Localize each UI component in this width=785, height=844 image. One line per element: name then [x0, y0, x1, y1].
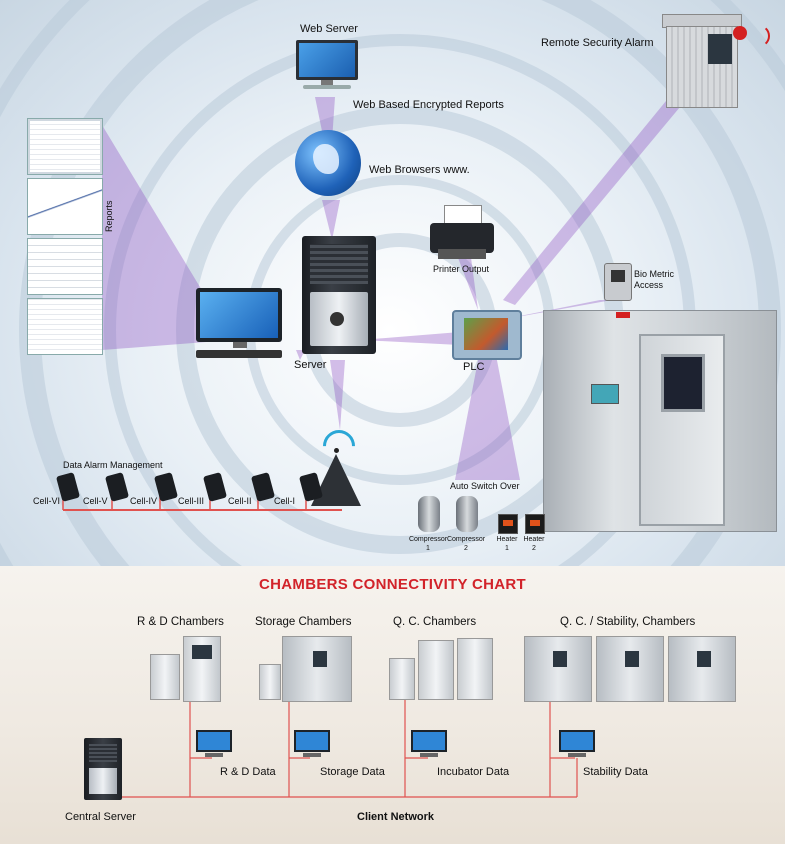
- group-label: Q. C. / Stability, Chambers: [560, 616, 696, 628]
- cell-label: Cell-II: [228, 496, 252, 506]
- plc-unit: [452, 310, 522, 360]
- chart-title: CHAMBERS CONNECTIVITY CHART: [259, 576, 526, 593]
- group-label: R & D Chambers: [137, 616, 224, 628]
- walk-in-chamber-small: [282, 636, 352, 702]
- chamber-tall: [457, 638, 493, 700]
- web-browsers-label: Web Browsers www.: [369, 164, 470, 176]
- fingerprint-icon: [604, 263, 632, 301]
- web-server-label: Web Server: [300, 23, 358, 35]
- monitor-icon: [411, 730, 447, 758]
- cell-label: Cell-I: [274, 496, 296, 506]
- server-label: Server: [294, 359, 327, 371]
- globe-icon: [295, 130, 361, 196]
- terminal-label: R & D Data: [220, 766, 276, 778]
- alarm-signal-icon: [744, 24, 770, 48]
- cell-label: Cell-VI: [33, 496, 61, 506]
- walk-in-chamber-small: [668, 636, 736, 702]
- reports-label: Reports: [104, 200, 114, 232]
- walk-in-chamber-small: [524, 636, 592, 702]
- cell-label: Cell-IV: [130, 496, 158, 506]
- web-server-monitor: [296, 40, 358, 92]
- client-network-label: Client Network: [357, 811, 435, 823]
- group-label: Storage Chambers: [255, 616, 352, 628]
- cell-label: Cell-III: [178, 496, 205, 506]
- server-tower: [302, 236, 376, 354]
- monitor-icon: [196, 730, 232, 758]
- chamber-small: [259, 664, 281, 700]
- bio-metric-label: Bio Metric Access: [634, 269, 675, 290]
- security-booth: [662, 14, 742, 108]
- system-diagram: Web Server Web Based Encrypted Reports W…: [0, 0, 785, 566]
- connectivity-chart: [0, 566, 785, 844]
- monitor-icon: [559, 730, 595, 758]
- terminal-label: Storage Data: [320, 766, 385, 778]
- group-label: Q. C. Chambers: [393, 616, 477, 628]
- remote-alarm-label: Remote Security Alarm: [541, 37, 654, 49]
- printer: [430, 205, 494, 261]
- chamber-tall: [418, 640, 454, 700]
- chamber-small: [389, 658, 415, 700]
- chamber-tall: [183, 636, 221, 702]
- plc-label: PLC: [463, 361, 485, 373]
- terminal-label: Incubator Data: [437, 766, 510, 778]
- printer-label: Printer Output: [433, 264, 490, 274]
- central-server-tower: [84, 738, 122, 800]
- walk-in-chamber: [543, 310, 777, 532]
- heater-icon: [525, 514, 545, 534]
- central-server-label: Central Server: [65, 811, 136, 823]
- monitor-icon: [294, 730, 330, 758]
- heater-icon: [498, 514, 518, 534]
- reports-stack: [27, 118, 103, 355]
- cell-label: Cell-V: [83, 496, 108, 506]
- chamber-small: [150, 654, 180, 700]
- web-reports-label: Web Based Encrypted Reports: [353, 99, 504, 111]
- auto-switch-label: Auto Switch Over: [450, 481, 520, 491]
- compressor-icon: [456, 496, 478, 532]
- walk-in-chamber-small: [596, 636, 664, 702]
- client-pc: [196, 288, 284, 364]
- alarm-light-icon: [733, 26, 747, 40]
- compressor-icon: [418, 496, 440, 532]
- data-alarm-label: Data Alarm Management: [63, 460, 163, 470]
- terminal-label: Stability Data: [583, 766, 648, 778]
